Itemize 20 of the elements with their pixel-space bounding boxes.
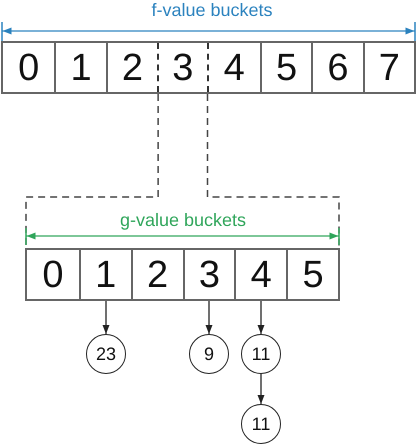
bucket-cell: 4 xyxy=(208,43,260,92)
bucket-cell: 7 xyxy=(362,43,414,92)
bucket-cell: 5 xyxy=(260,43,312,92)
arrow xyxy=(258,301,264,334)
bucket-cell: 1 xyxy=(54,43,106,92)
bucket-cell: 4 xyxy=(234,250,286,299)
bucket-cell: 0 xyxy=(3,43,54,92)
arrow xyxy=(102,301,110,334)
bucket-cell: 1 xyxy=(78,250,131,299)
array-heading: g-value buckets xyxy=(120,211,246,229)
arrow xyxy=(206,301,212,334)
bucket-cell: 3 xyxy=(182,250,234,299)
bucket-cell: 2 xyxy=(106,43,158,92)
bucket-cell: 2 xyxy=(130,250,182,299)
array-heading: f-value buckets xyxy=(151,1,273,19)
arrow xyxy=(258,374,264,404)
bucket-cell: 0 xyxy=(27,250,79,299)
bucket-cell: 3 xyxy=(157,43,208,92)
bucket-cell: 6 xyxy=(311,43,363,92)
bucket-cell: 5 xyxy=(286,250,338,299)
